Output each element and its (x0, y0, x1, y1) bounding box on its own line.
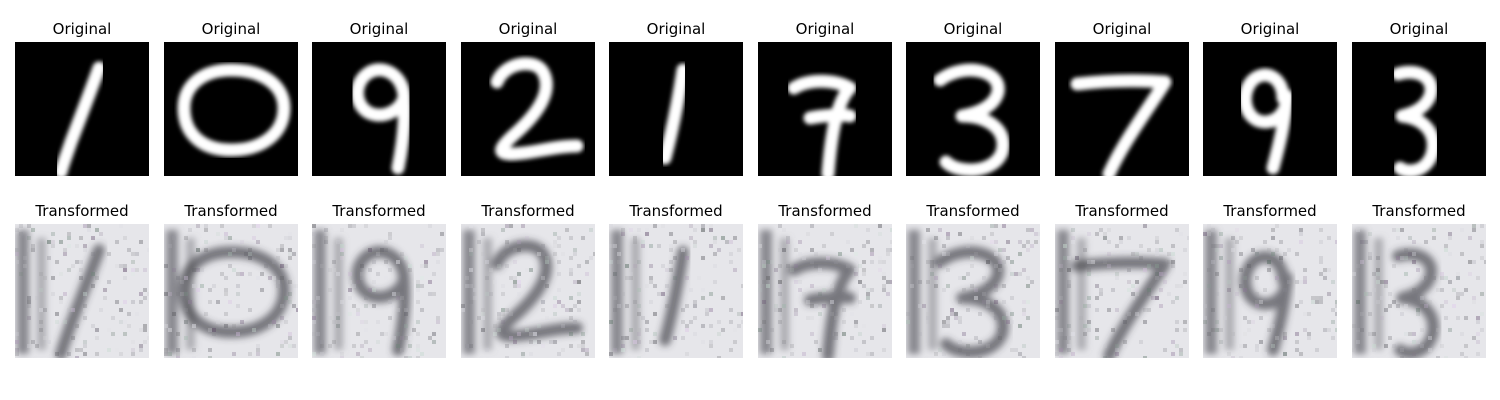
transformed-title-1: Transformed (35, 202, 129, 220)
original-title-9: Original (1240, 20, 1300, 38)
original-image-9 (1203, 42, 1337, 176)
noise-texture (312, 224, 444, 358)
original-title-2: Original (201, 20, 261, 38)
noise-texture (609, 224, 743, 358)
noise-texture (1203, 224, 1337, 358)
digit-stroke (1391, 65, 1440, 176)
transformed-image-5 (609, 224, 743, 358)
original-title-3: Original (349, 20, 409, 38)
transformed-title-8: Transformed (1075, 202, 1169, 220)
transformed-image-8 (1055, 224, 1189, 358)
original-image-7 (906, 42, 1040, 176)
transformed-title-2: Transformed (184, 202, 278, 220)
digit-stroke (658, 63, 690, 165)
original-image-8 (1055, 42, 1189, 176)
transformed-image-2 (164, 224, 298, 358)
transformed-title-3: Transformed (332, 202, 426, 220)
noise-texture (906, 224, 1040, 358)
original-image-1 (15, 42, 149, 176)
original-title-6: Original (795, 20, 855, 38)
transformed-image-1 (15, 224, 149, 358)
original-title-5: Original (646, 20, 706, 38)
digit-stroke (54, 61, 106, 176)
transformed-image-3 (312, 224, 446, 358)
noise-texture (1352, 224, 1486, 358)
noise-texture (164, 224, 298, 358)
transformed-title-7: Transformed (926, 202, 1020, 220)
transformed-title-9: Transformed (1223, 202, 1317, 220)
noise-texture (758, 224, 892, 358)
transformed-image-4 (461, 224, 595, 358)
noise-texture (15, 224, 149, 358)
transformed-title-5: Transformed (629, 202, 723, 220)
original-image-4 (461, 42, 595, 176)
transformed-title-4: Transformed (481, 202, 575, 220)
digit-stroke (933, 63, 1010, 176)
transformed-title-6: Transformed (778, 202, 872, 220)
original-image-6 (758, 42, 892, 176)
original-title-8: Original (1092, 20, 1152, 38)
original-title-4: Original (498, 20, 558, 38)
original-image-3 (312, 42, 446, 176)
digit-stroke (490, 57, 584, 161)
digit-stroke (177, 63, 291, 157)
transformed-image-10 (1352, 224, 1486, 358)
noise-texture (461, 224, 595, 358)
digit-stroke (787, 74, 857, 176)
original-image-5 (609, 42, 743, 176)
transformed-image-7 (906, 224, 1040, 358)
digit-stroke (1238, 68, 1294, 175)
original-title-7: Original (943, 20, 1003, 38)
original-title-1: Original (52, 20, 112, 38)
noise-texture (1055, 224, 1189, 358)
digit-stroke (351, 63, 412, 175)
transformed-title-10: Transformed (1372, 202, 1466, 220)
digit-stroke (1070, 74, 1172, 176)
original-title-10: Original (1389, 20, 1449, 38)
original-image-10 (1352, 42, 1486, 176)
transformed-image-9 (1203, 224, 1337, 358)
transformed-image-6 (758, 224, 892, 358)
original-image-2 (164, 42, 298, 176)
